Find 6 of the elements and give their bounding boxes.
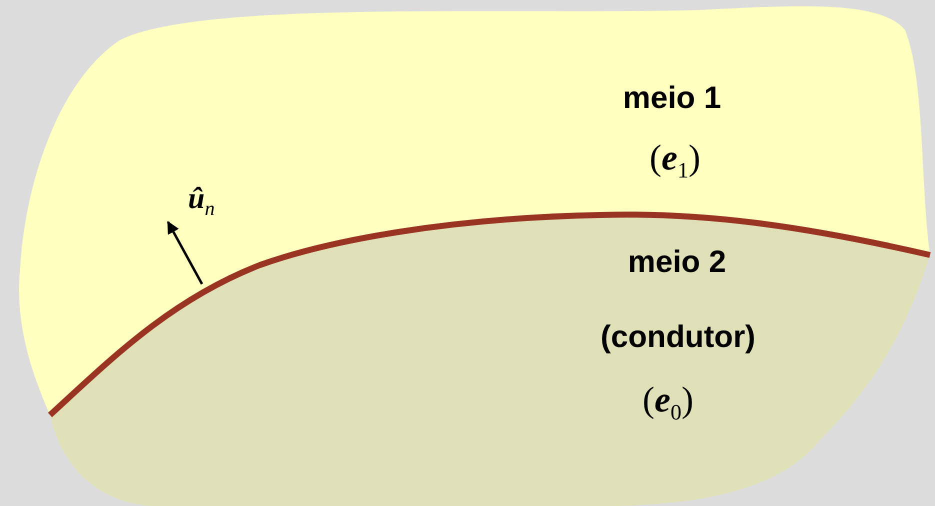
math-symbol: (e$_{1}$): [650, 136, 700, 184]
region-label: meio 2: [628, 244, 726, 280]
math-symbol: (e$_{0}$): [642, 378, 694, 426]
region-label: meio 1: [622, 80, 722, 116]
region-label: (condutor): [600, 319, 756, 355]
normal-vector-label: û$_{n}$: [188, 182, 215, 221]
